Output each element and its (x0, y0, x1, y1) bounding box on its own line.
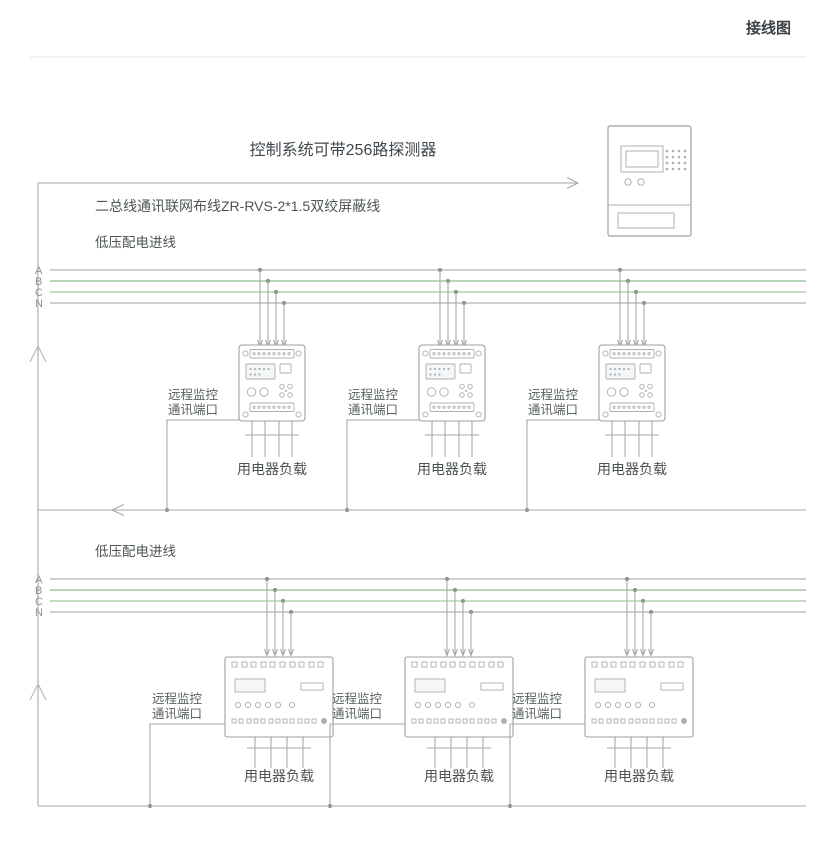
load-connector-top-2 (424, 420, 480, 458)
phase-label-n-bottom: N (35, 607, 43, 619)
load-label-top-2: 用电器负载 (417, 461, 487, 477)
phase-lines-bottom: A B C N (35, 574, 806, 619)
phase-label-a-bottom: A (35, 574, 43, 586)
port-label-line1-bottom-2: 远程监控 (332, 691, 383, 706)
phase-label-b-bottom: B (35, 585, 42, 597)
control-panel-indicator-2 (637, 178, 645, 186)
control-panel-body (607, 125, 692, 237)
load-label-top-3: 用电器负载 (597, 461, 667, 477)
incoming-line-label-bottom: 低压配电进线 (95, 544, 176, 559)
control-panel-display (620, 145, 664, 173)
page-title: 接线图 (746, 19, 791, 37)
drop-wires-top-3 (616, 267, 648, 348)
drop-wires-bottom-1 (263, 576, 295, 657)
phase-lines-top: A B C N (35, 265, 806, 310)
port-wire-top-1 (166, 419, 239, 510)
port-wire-bottom-1 (149, 723, 225, 806)
monitor-device-top-2 (418, 344, 486, 422)
port-wire-bottom-3 (509, 723, 585, 806)
phase-label-n-top: N (35, 298, 43, 310)
drop-wires-top-1 (256, 267, 288, 348)
port-label-line2-top-3: 通讯端口 (528, 403, 578, 417)
port-label-line2-bottom-1: 通讯端口 (152, 707, 202, 721)
phase-label-c-bottom: C (35, 596, 43, 608)
load-label-bottom-3: 用电器负载 (604, 768, 674, 784)
system-capacity-label: 控制系统可带256路探测器 (250, 141, 437, 159)
meter-device-bottom-1 (224, 656, 334, 738)
port-label-line1-top-2: 远程监控 (348, 387, 399, 402)
monitor-device-top-3 (598, 344, 666, 422)
comm-bus-arrowhead (566, 177, 580, 189)
load-label-bottom-2: 用电器负载 (424, 768, 494, 784)
drop-wires-bottom-3 (623, 576, 655, 657)
load-connector-top-1 (244, 420, 300, 458)
load-connector-top-3 (604, 420, 660, 458)
load-label-top-1: 用电器负载 (237, 461, 307, 477)
port-wire-top-3 (526, 419, 599, 510)
meter-device-bottom-2 (404, 656, 514, 738)
load-connector-bottom-1 (246, 736, 312, 769)
control-panel-indicator-1 (624, 178, 632, 186)
meter-unit-bottom-3: 远程监控 通讯端口 用电器负载 (507, 576, 694, 809)
port-label-line2-bottom-3: 通讯端口 (512, 707, 562, 721)
trunk-up-arrow-1 (29, 344, 47, 363)
monitor-device-top-1 (238, 344, 306, 422)
port-label-line1-bottom-3: 远程监控 (512, 691, 563, 706)
port-label-line2-top-1: 通讯端口 (168, 403, 218, 417)
meter-device-bottom-3 (584, 656, 694, 738)
control-panel-display-inner (625, 150, 659, 168)
port-label-line1-top-3: 远程监控 (528, 387, 579, 402)
trunk-up-arrow-2 (29, 682, 47, 701)
incoming-line-label-top: 低压配电进线 (95, 235, 176, 250)
control-panel-slot (617, 212, 675, 229)
drop-wires-bottom-2 (443, 576, 475, 657)
drop-wires-top-2 (436, 267, 468, 348)
monitor-unit-top-3: 远程监控 通讯端口 用电器负载 (524, 267, 667, 513)
port-label-line2-top-2: 通讯端口 (348, 403, 398, 417)
load-connector-bottom-3 (606, 736, 672, 769)
port-wire-bottom-2 (329, 723, 405, 806)
monitor-unit-top-1: 远程监控 通讯端口 用电器负载 (164, 267, 307, 513)
control-panel-keypad (665, 149, 687, 171)
port-label-line2-bottom-2: 通讯端口 (332, 707, 382, 721)
load-connector-bottom-2 (426, 736, 492, 769)
phase-label-b-top: B (35, 276, 42, 288)
control-panel (607, 125, 692, 237)
phase-label-c-top: C (35, 287, 43, 299)
meter-unit-bottom-1: 远程监控 通讯端口 用电器负载 (147, 576, 334, 809)
phase-label-a-top: A (35, 265, 43, 277)
bus-wiring-label: 二总线通讯联网布线ZR-RVS-2*1.5双绞屏蔽线 (95, 198, 380, 214)
monitor-unit-top-2: 远程监控 通讯端口 用电器负载 (344, 267, 487, 513)
port-wire-top-2 (346, 419, 419, 510)
load-label-bottom-1: 用电器负载 (244, 768, 314, 784)
mid-bus-arrowhead (110, 504, 125, 516)
port-label-line1-bottom-1: 远程监控 (152, 691, 203, 706)
meter-unit-bottom-2: 远程监控 通讯端口 用电器负载 (327, 576, 514, 809)
port-label-line1-top-1: 远程监控 (168, 387, 219, 402)
